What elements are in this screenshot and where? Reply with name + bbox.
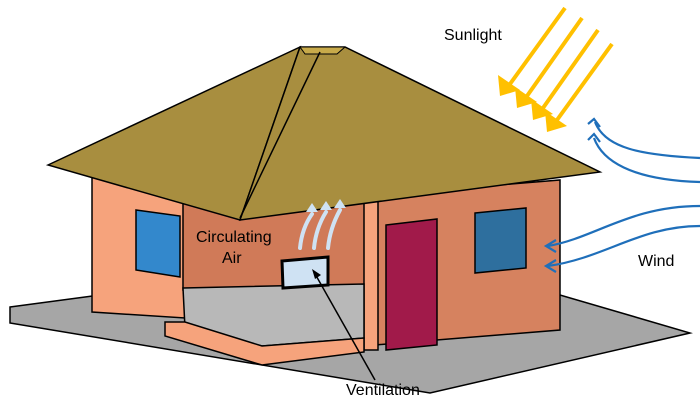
right-window <box>474 207 527 274</box>
left-window <box>135 209 181 278</box>
ventilation-window <box>280 255 330 290</box>
wind-label: Wind <box>638 253 675 270</box>
circulating-air-arrows <box>298 199 346 250</box>
sunlight-label: Sunlight <box>444 27 502 44</box>
roof-ridge-line <box>239 51 321 219</box>
wind-arrows <box>543 117 700 273</box>
floor-ledge <box>164 321 365 366</box>
circulating-air-label-line2: Air <box>222 250 242 267</box>
front-corner-post <box>363 199 379 351</box>
door <box>385 218 438 351</box>
ventilation-pointer-line <box>313 271 376 381</box>
circulating-air-label-line1: Circulating <box>196 229 272 246</box>
roof-peak <box>299 46 347 55</box>
ventilation-pointer-arrowhead <box>312 269 321 279</box>
ventilation-label: Ventilation <box>346 382 420 399</box>
sunlight-arrows <box>498 6 614 132</box>
